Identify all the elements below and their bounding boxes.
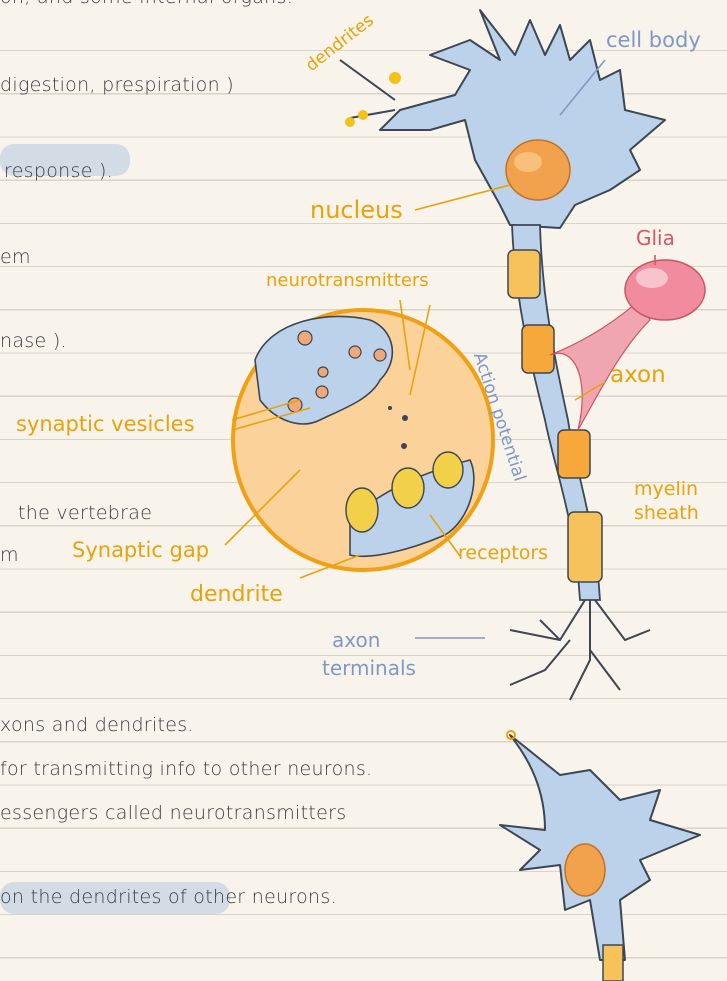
label-cell-body: cell body bbox=[606, 28, 701, 52]
glia-cell bbox=[550, 260, 705, 430]
label-neurotransmitters: neurotransmitters bbox=[266, 270, 429, 291]
cell-body-bottom bbox=[500, 731, 700, 981]
label-sheath: sheath bbox=[634, 502, 699, 524]
label-receptors: receptors bbox=[458, 542, 548, 564]
label-axon: axon bbox=[610, 362, 666, 388]
label-axon-terminals-2: terminals bbox=[322, 656, 416, 680]
label-synaptic-vesicles: synaptic vesicles bbox=[16, 412, 195, 436]
label-myelin: myelin bbox=[634, 478, 698, 500]
label-axon-terminals-1: axon bbox=[332, 628, 380, 652]
axon-terminals bbox=[510, 600, 650, 700]
label-dendrite: dendrite bbox=[190, 582, 283, 607]
label-nucleus: nucleus bbox=[310, 196, 403, 224]
synapse-zoom bbox=[233, 310, 493, 570]
label-glia: Glia bbox=[636, 226, 675, 250]
label-synaptic-gap: Synaptic gap bbox=[72, 538, 209, 562]
